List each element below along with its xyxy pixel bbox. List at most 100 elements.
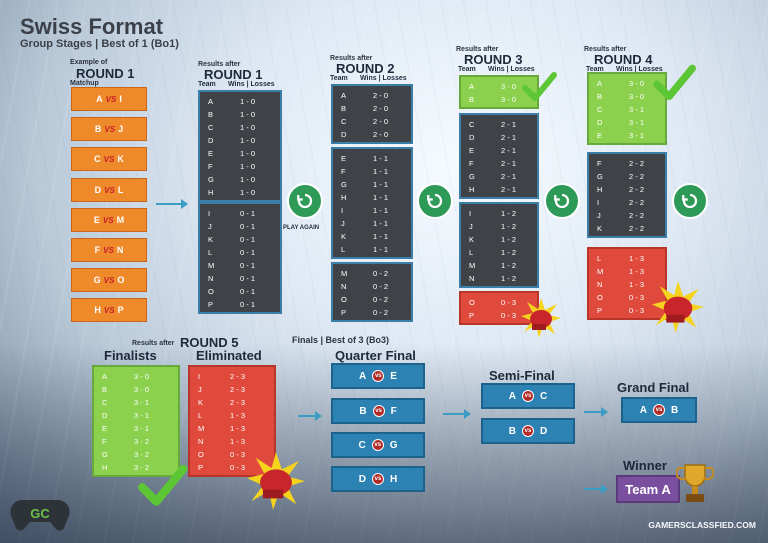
- standing-row: D 3 - 1: [102, 409, 178, 422]
- vs-icon: VS: [102, 215, 114, 225]
- team-record: 0 - 3: [629, 306, 645, 315]
- team-record: 2 - 1: [501, 185, 517, 194]
- team-name: M: [208, 261, 215, 270]
- team-record: 1 - 1: [373, 232, 389, 241]
- team-a: D: [358, 473, 366, 485]
- grand-final-title: Grand Final: [617, 380, 690, 395]
- team-record: 3 - 0: [134, 385, 150, 394]
- team-name: I: [208, 209, 211, 218]
- team-record: 1 - 2: [501, 274, 517, 283]
- team-b: L: [117, 185, 124, 195]
- team-record: 1 - 1: [373, 193, 389, 202]
- team-record: 1 - 3: [230, 424, 246, 433]
- vs-icon: VS: [104, 124, 116, 134]
- finalists-title: Finalists: [104, 348, 157, 363]
- team-a: A: [96, 94, 103, 104]
- play-again-button-1[interactable]: [287, 183, 323, 219]
- team-name: L: [469, 248, 474, 257]
- team-name: A: [469, 82, 475, 91]
- team-record: 0 - 1: [240, 235, 256, 244]
- team-record: 1 - 1: [373, 167, 389, 176]
- standing-row: E 1 - 0: [208, 147, 280, 160]
- team-a: H: [94, 305, 101, 315]
- play-again-button-3[interactable]: [544, 183, 580, 219]
- gamepad-logo-icon: GC: [10, 500, 70, 531]
- team-name: G: [597, 172, 603, 181]
- team-record: 2 - 2: [629, 172, 645, 181]
- r1-team-header: Team: [198, 81, 216, 88]
- team-record: 2 - 0: [373, 91, 389, 100]
- play-again-button-4[interactable]: [672, 183, 708, 219]
- team-record: 2 - 0: [373, 104, 389, 113]
- r2-team-header: Team: [330, 75, 348, 82]
- page-title: Swiss Format: [20, 14, 164, 39]
- team-record: 3 - 1: [134, 398, 150, 407]
- team-name: E: [208, 149, 214, 158]
- r3-title: ROUND 3: [464, 52, 523, 67]
- team-b: K: [117, 154, 124, 164]
- team-record: 1 - 0: [240, 149, 256, 158]
- team-name: K: [208, 235, 214, 244]
- team-b: I: [119, 94, 122, 104]
- team-record: 1 - 3: [629, 280, 645, 289]
- team-record: 2 - 0: [373, 130, 389, 139]
- team-record: 1 - 0: [240, 162, 256, 171]
- check-icon: [653, 64, 696, 101]
- arrow-to-winner: [584, 484, 608, 494]
- team-record: 1 - 2: [501, 209, 517, 218]
- team-name: O: [469, 298, 475, 307]
- team-name: I: [597, 198, 600, 207]
- team-name: F: [469, 159, 474, 168]
- example-round-title: ROUND 1: [76, 66, 135, 81]
- team-name: I: [341, 206, 344, 215]
- standing-row: G 2 - 2: [597, 170, 665, 183]
- team-name: D: [102, 411, 108, 420]
- team-record: 1 - 2: [501, 248, 517, 257]
- team-record: 0 - 3: [230, 450, 246, 459]
- team-name: K: [469, 235, 475, 244]
- team-b: H: [390, 473, 398, 485]
- team-name: J: [341, 219, 345, 228]
- team-name: P: [469, 311, 475, 320]
- team-name: P: [208, 300, 214, 309]
- team-b: P: [117, 305, 124, 315]
- team-name: L: [208, 248, 213, 257]
- team-name: F: [341, 167, 346, 176]
- team-name: B: [341, 104, 347, 113]
- team-record: 0 - 2: [373, 308, 389, 317]
- team-record: 2 - 0: [373, 117, 389, 126]
- play-again-button-2[interactable]: [417, 183, 453, 219]
- arrow-to-grand: [584, 407, 608, 417]
- team-name: I: [469, 209, 472, 218]
- team-record: 3 - 0: [629, 79, 645, 88]
- team-record: 3 - 1: [134, 411, 150, 420]
- check-icon: [522, 72, 557, 101]
- team-name: N: [597, 280, 603, 289]
- r1-wl-header: Wins | Losses: [228, 81, 275, 88]
- vs-icon: VS: [103, 154, 115, 164]
- team-record: 0 - 1: [240, 300, 256, 309]
